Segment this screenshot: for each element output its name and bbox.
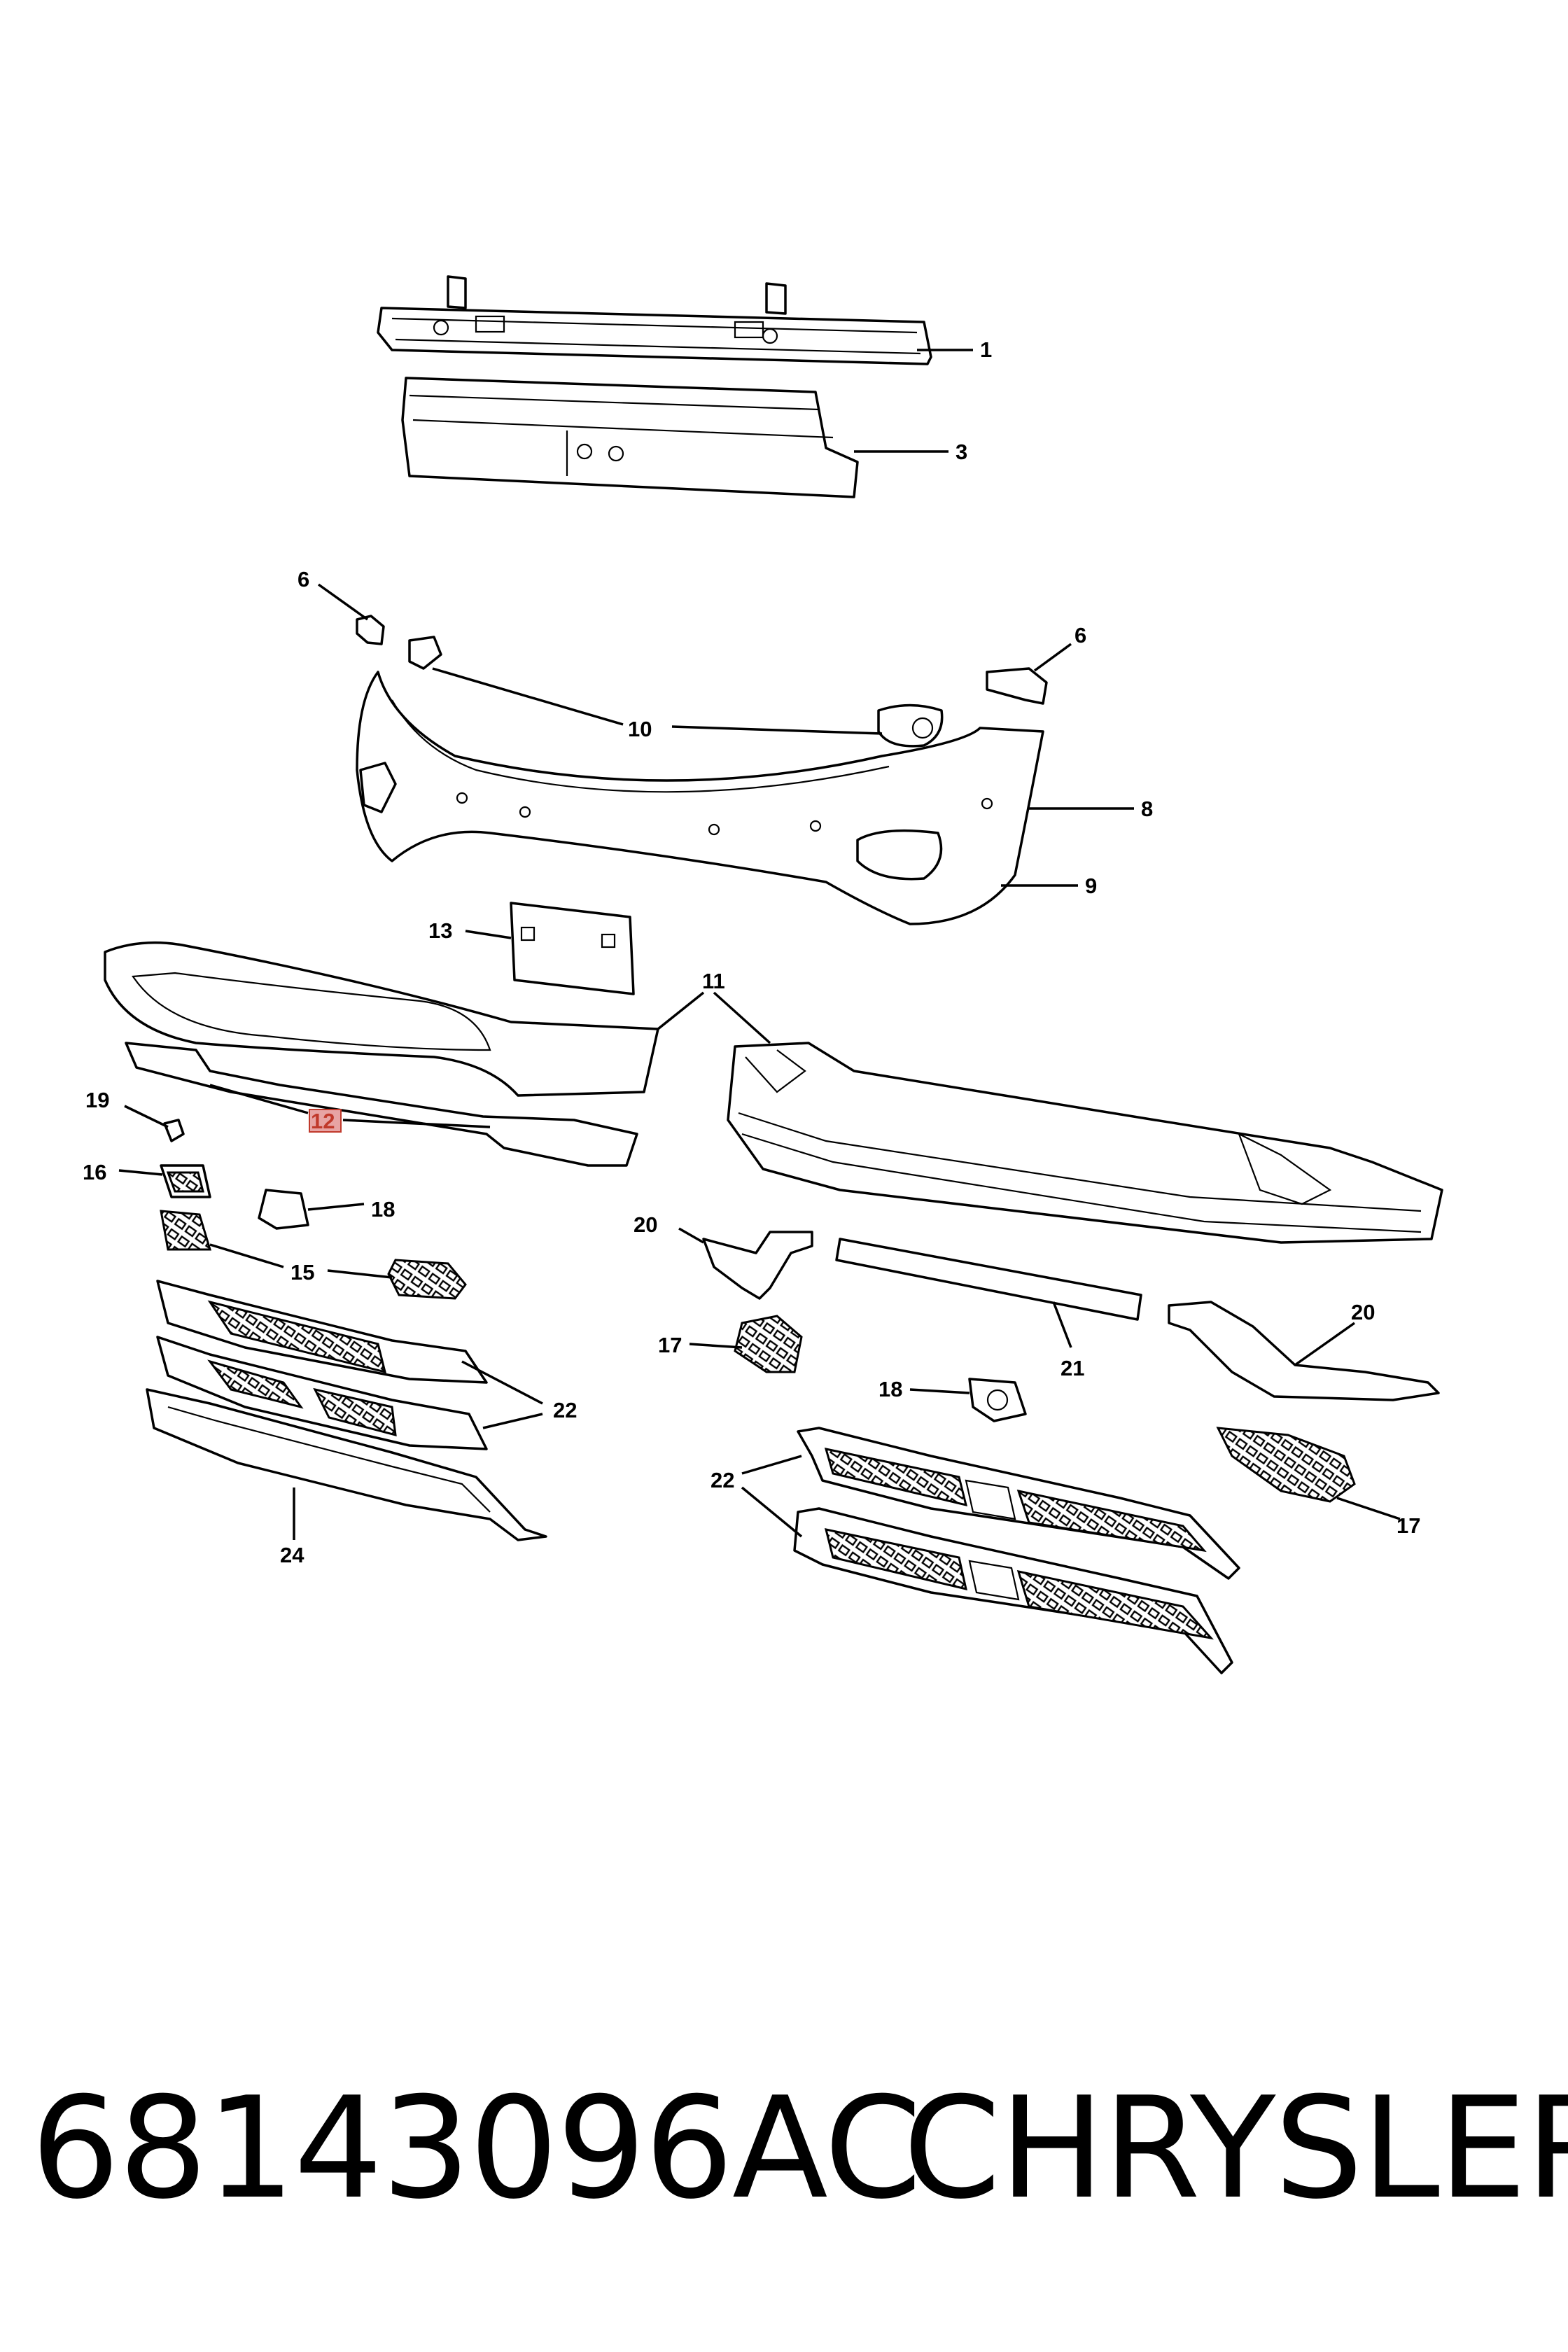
part-13-license-bracket	[510, 902, 635, 995]
part-21-strip	[835, 1238, 1142, 1321]
callout-16: 16	[83, 1160, 106, 1184]
part-17-grille-right	[1216, 1427, 1356, 1503]
callout-11: 11	[702, 969, 725, 993]
part-8-9-bumper-fascia	[356, 671, 1044, 925]
callout-22-left: 22	[553, 1398, 577, 1422]
brand-name: CHRYSLER	[903, 2067, 1568, 2230]
part-22-grille-lower-left	[156, 1336, 488, 1450]
part-19-clip	[163, 1119, 185, 1142]
part-11-lower-fascia-left	[104, 941, 659, 1097]
part-22-grille-upper-right	[797, 1427, 1240, 1580]
callout-13: 13	[428, 918, 452, 943]
callout-8: 8	[1141, 797, 1153, 821]
caption-footer: 68143096AC CHRYSLER	[0, 2058, 1568, 2240]
callout-19: 19	[85, 1088, 109, 1112]
part-20-bracket-right	[1168, 1301, 1440, 1401]
callout-18-left: 18	[371, 1197, 395, 1222]
part-18-bezel-right	[968, 1378, 1027, 1422]
part-16-bezel	[160, 1164, 211, 1198]
callout-labels: 1 3 6 6 10 8 9 13 11 19 12 16 18 15 20 1…	[83, 337, 1420, 1567]
part-11-lower-fascia-right	[727, 1042, 1443, 1244]
part-17-grille-left	[734, 1315, 803, 1373]
part-1-reinforcement-beam	[377, 275, 932, 365]
callout-3: 3	[955, 440, 967, 464]
callout-1: 1	[980, 337, 992, 362]
callout-24: 24	[280, 1543, 304, 1567]
part-10-bezel-left	[408, 636, 442, 670]
callout-12: 12	[311, 1109, 335, 1133]
part-22-grille-lower-right	[793, 1507, 1233, 1674]
part-20-bracket-left	[702, 1231, 813, 1300]
leader-lines	[118, 349, 1401, 1540]
part-6-clip-left	[356, 615, 385, 645]
callout-20-left: 20	[634, 1212, 657, 1237]
callout-9: 9	[1085, 874, 1097, 898]
callout-18-right: 18	[878, 1377, 902, 1401]
callout-12-highlight	[309, 1109, 342, 1133]
part-6-clip-right	[986, 667, 1048, 705]
callout-17-left: 17	[658, 1333, 682, 1357]
callout-21: 21	[1060, 1356, 1084, 1380]
callout-17-right: 17	[1396, 1513, 1420, 1538]
part-number: 68143096AC	[31, 2067, 922, 2230]
part-15-grille	[387, 1259, 467, 1300]
callout-6-left: 6	[298, 567, 309, 592]
callout-20-right: 20	[1351, 1300, 1375, 1324]
part-18-bezel-left	[258, 1189, 309, 1230]
part-12-trim-strip	[125, 1042, 638, 1167]
part-22-grille-upper-left	[156, 1280, 488, 1384]
callout-15: 15	[290, 1260, 314, 1284]
part-15-grille-small	[160, 1210, 212, 1251]
part-10-bezel-right	[877, 704, 944, 748]
part-3-lower-beam	[401, 377, 859, 498]
callout-22-right: 22	[710, 1468, 734, 1492]
callout-10: 10	[628, 717, 652, 741]
callout-6-right: 6	[1074, 623, 1086, 648]
part-24-lower-bezel	[146, 1388, 547, 1541]
